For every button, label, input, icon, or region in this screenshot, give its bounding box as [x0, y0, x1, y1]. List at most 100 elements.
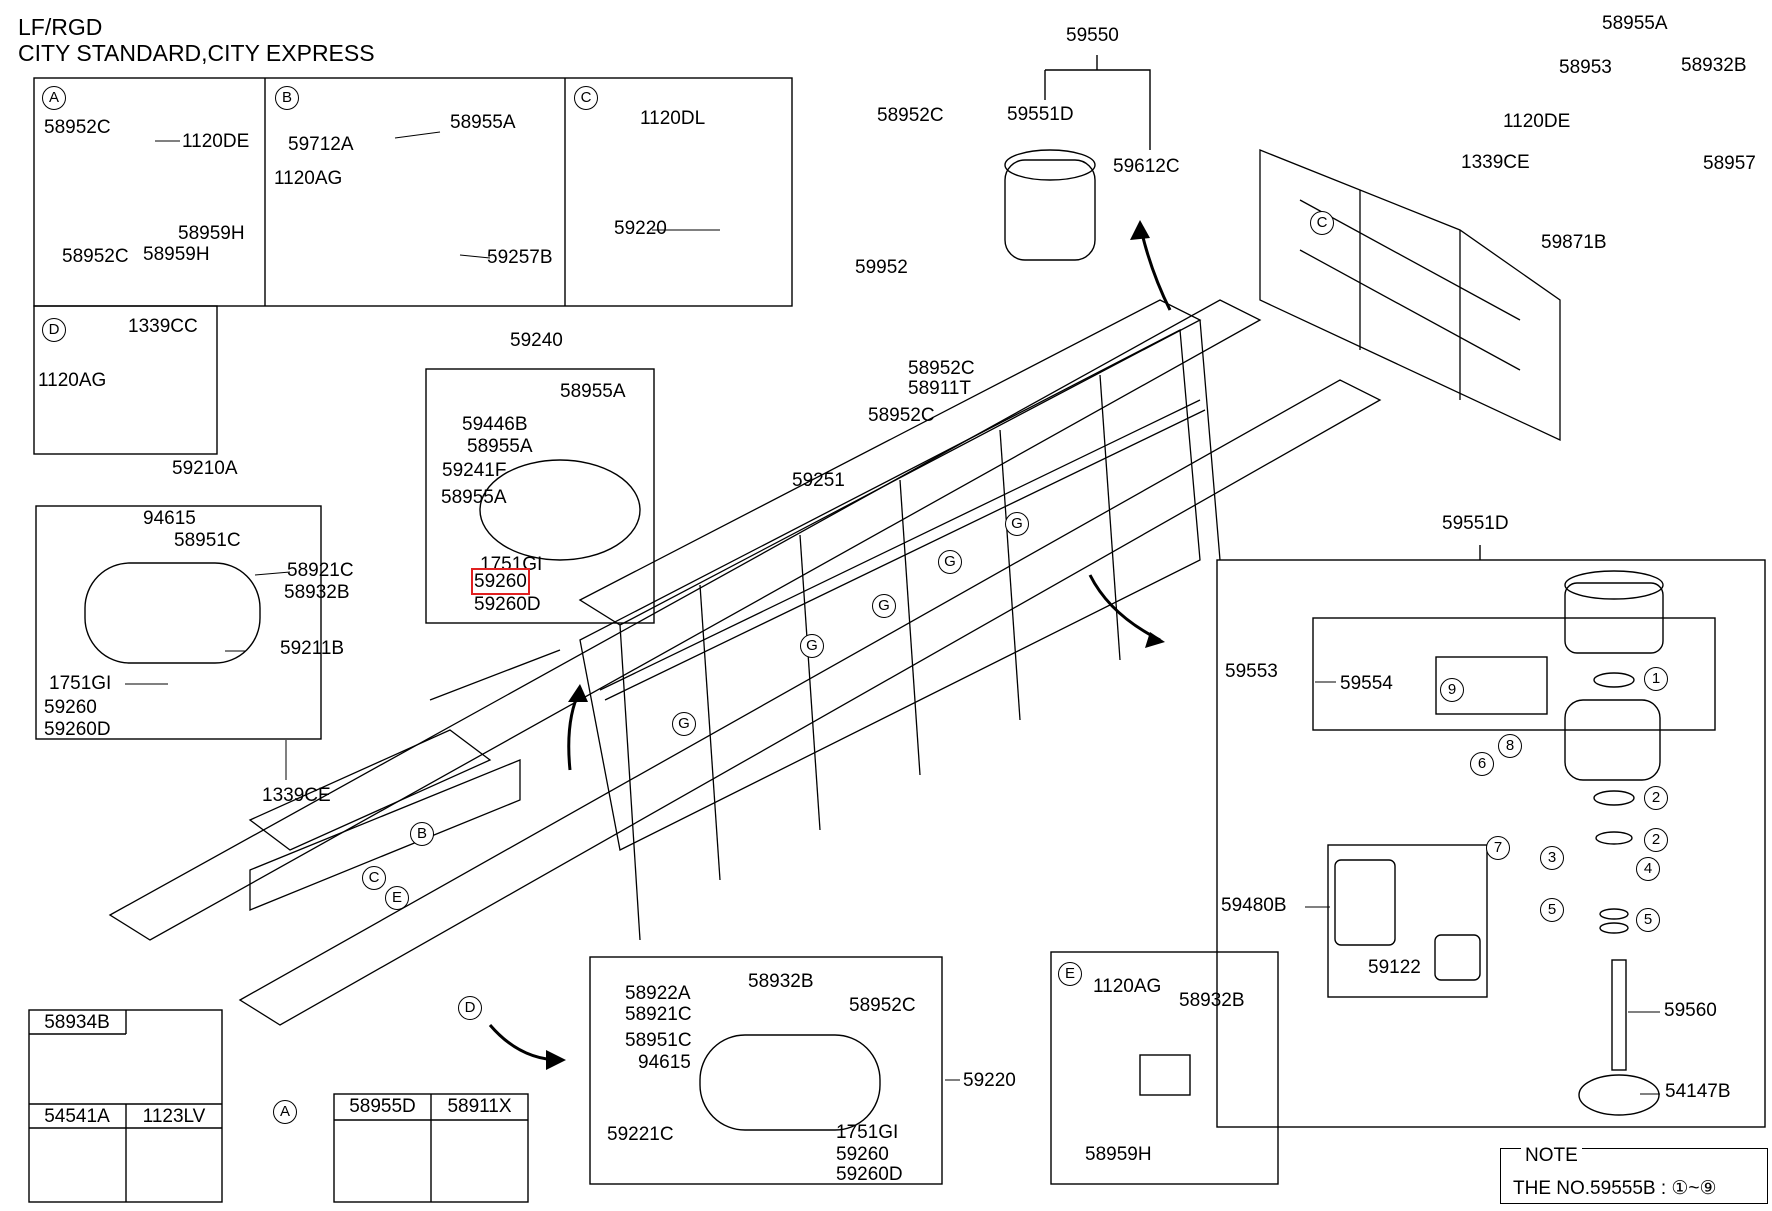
label-58951c-2: 58951C — [625, 1030, 692, 1051]
label-59554: 59554 — [1340, 673, 1393, 694]
header-line-2: CITY STANDARD,CITY EXPRESS — [18, 40, 375, 66]
label-1120ag-d: 1120AG — [38, 370, 107, 391]
label-1123lv: 1123LV — [142, 1106, 206, 1127]
locator-c-marker: C — [362, 866, 386, 890]
label-59221c: 59221C — [607, 1124, 674, 1145]
label-59240: 59240 — [510, 330, 563, 351]
callout-8: 8 — [1498, 734, 1522, 758]
box-e — [1050, 951, 1279, 1185]
label-94615: 94615 — [143, 508, 196, 529]
label-59260d: 59260D — [44, 719, 111, 740]
label-58955d: 58955D — [349, 1096, 416, 1117]
label-54541a: 54541A — [44, 1106, 110, 1127]
callout-3: 3 — [1540, 846, 1564, 870]
label-58955a-3: 58955A — [467, 436, 533, 457]
locator-g2-marker: G — [800, 634, 824, 658]
label-1120de: 1120DE — [182, 131, 250, 152]
label-58959h: 58959H — [178, 223, 245, 244]
callout-9: 9 — [1440, 678, 1464, 702]
label-59553: 59553 — [1225, 661, 1278, 682]
locator-g1-marker: G — [672, 712, 696, 736]
label-1751gi: 1751GI — [49, 673, 112, 694]
box-d — [33, 305, 218, 455]
label-58952c-3: 58952C — [877, 105, 944, 126]
note-title: NOTE — [1521, 1145, 1582, 1167]
locator-g5-marker: G — [1005, 512, 1029, 536]
box-59551d — [1216, 559, 1766, 1128]
locator-e-marker: E — [385, 886, 409, 910]
label-59446b: 59446B — [462, 414, 528, 435]
box-59240 — [425, 368, 655, 624]
callout-5b: 5 — [1636, 908, 1660, 932]
label-1339ce: 1339CE — [262, 785, 331, 806]
label-58911t: 58911T — [908, 378, 972, 399]
label-58932b-4: 58932B — [1179, 990, 1245, 1011]
label-58955a-4: 58955A — [441, 487, 507, 508]
callout-7: 7 — [1486, 836, 1510, 860]
callout-6: 6 — [1470, 752, 1494, 776]
section-a-marker: A — [42, 86, 66, 110]
locator-b-marker: B — [410, 822, 434, 846]
label-59251: 59251 — [792, 470, 845, 491]
label-58952c-b: 58952C — [62, 246, 129, 267]
section-c-marker: C — [574, 86, 598, 110]
locator-d-marker: D — [458, 996, 482, 1020]
label-59220: 59220 — [963, 1070, 1016, 1091]
section-e-marker: E — [1058, 962, 1082, 986]
label-59551d: 59551D — [1007, 104, 1074, 125]
label-59241f: 59241F — [442, 460, 507, 481]
header-line-1: LF/RGD — [18, 14, 103, 40]
label-58952c-4: 58952C — [908, 358, 975, 379]
section-b-marker: B — [275, 86, 299, 110]
note-text: THE NO.59555B : ①~⑨ — [1513, 1178, 1717, 1199]
label-59260: 59260 — [44, 697, 97, 718]
label-59551d-2: 59551D — [1442, 513, 1509, 534]
label-58959h-e: 58959H — [1085, 1144, 1152, 1165]
label-1339ce-2: 1339CE — [1461, 152, 1530, 173]
label-54147b: 54147B — [1665, 1081, 1731, 1102]
label-1751gi-2: 1751GI — [480, 554, 543, 575]
label-59871b: 59871B — [1541, 232, 1607, 253]
label-58921c-2: 58921C — [625, 1004, 692, 1025]
label-58932b-2: 58932B — [1681, 55, 1747, 76]
label-59211b: 59211B — [280, 638, 345, 659]
label-58952c: 58952C — [44, 117, 111, 138]
label-1120dl: 1120DL — [640, 108, 706, 129]
label-58957: 58957 — [1703, 153, 1756, 174]
label-58932b-3: 58932B — [748, 971, 814, 992]
label-59210a: 59210A — [172, 458, 238, 479]
callout-1: 1 — [1644, 667, 1668, 691]
label-59260d-2: 59260D — [474, 594, 541, 615]
label-58952c-5: 58952C — [868, 405, 935, 426]
label-1120de-2: 1120DE — [1503, 111, 1571, 132]
label-58932b: 58932B — [284, 582, 350, 603]
label-58955a-5: 58955A — [1602, 13, 1668, 34]
locator-g3-marker: G — [872, 594, 896, 618]
label-59712a: 59712A — [288, 134, 354, 155]
label-58959h-b: 58959H — [143, 244, 210, 265]
label-58955a: 58955A — [450, 112, 516, 133]
label-59220-c: 59220 — [614, 218, 667, 239]
label-58921c: 58921C — [287, 560, 354, 581]
label-1339cc: 1339CC — [128, 316, 198, 337]
locator-g4-marker: G — [938, 550, 962, 574]
label-1120ag-e: 1120AG — [1093, 976, 1162, 997]
label-59952: 59952 — [855, 257, 908, 278]
locator-a-marker: A — [273, 1100, 297, 1124]
callout-4: 4 — [1636, 857, 1660, 881]
label-1751gi-3: 1751GI — [836, 1122, 899, 1143]
label-59560: 59560 — [1664, 1000, 1717, 1021]
label-59612c: 59612C — [1113, 156, 1180, 177]
label-59122: 59122 — [1368, 957, 1421, 978]
label-59260-highlighted: 59260 — [471, 568, 530, 595]
label-1120ag: 1120AG — [274, 168, 343, 189]
callout-2b: 2 — [1644, 828, 1668, 852]
callout-2a: 2 — [1644, 786, 1668, 810]
label-59550: 59550 — [1066, 25, 1119, 46]
label-58955a-2: 58955A — [560, 381, 626, 402]
callout-5a: 5 — [1540, 898, 1564, 922]
box-59210a — [35, 505, 322, 740]
top-box-abc — [33, 77, 793, 307]
label-58922a: 58922A — [625, 983, 691, 1004]
